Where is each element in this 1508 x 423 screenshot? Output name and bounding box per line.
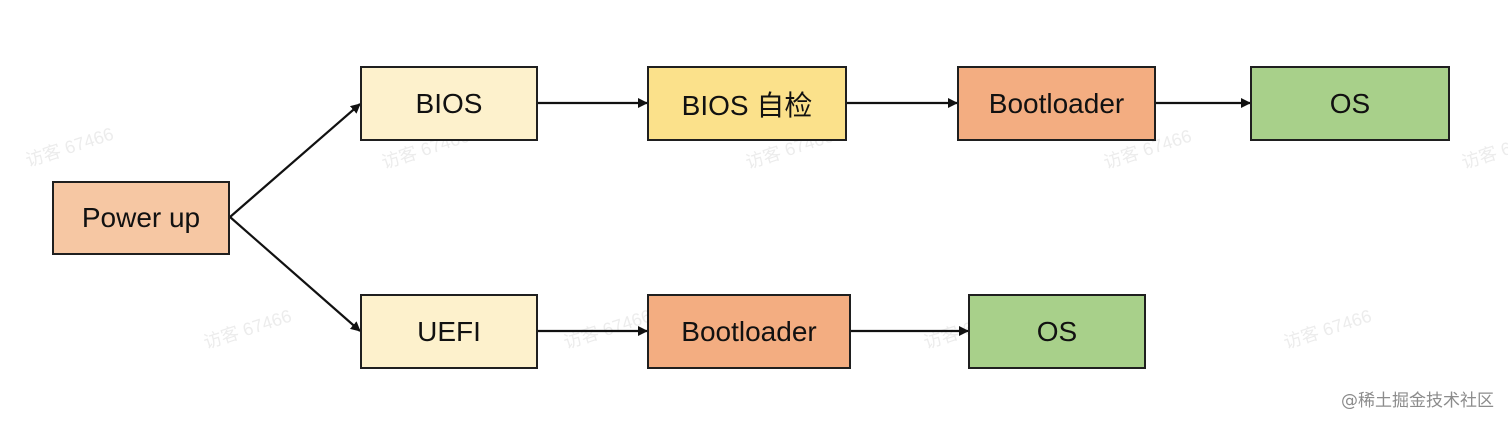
node-uefi: UEFI bbox=[360, 294, 538, 369]
watermark-text: 访客 67466 bbox=[1281, 305, 1375, 353]
node-power-up: Power up bbox=[52, 181, 230, 255]
node-bios: BIOS bbox=[360, 66, 538, 141]
node-os-uefi: OS bbox=[968, 294, 1146, 369]
arrow-powerup-to-bios bbox=[229, 103, 361, 218]
watermark-text: 访客 67466 bbox=[1459, 125, 1508, 173]
node-bios-post: BIOS 自检 bbox=[647, 66, 847, 141]
node-os-bios: OS bbox=[1250, 66, 1450, 141]
watermark-text: 访客 67466 bbox=[561, 305, 655, 353]
watermark-text: 访客 67466 bbox=[23, 123, 117, 171]
node-bootloader-uefi: Bootloader bbox=[647, 294, 851, 369]
watermark-text: 访客 67466 bbox=[201, 305, 295, 353]
footer-brand: @稀土掘金技术社区 bbox=[1341, 391, 1494, 411]
node-bootloader-bios: Bootloader bbox=[957, 66, 1156, 141]
